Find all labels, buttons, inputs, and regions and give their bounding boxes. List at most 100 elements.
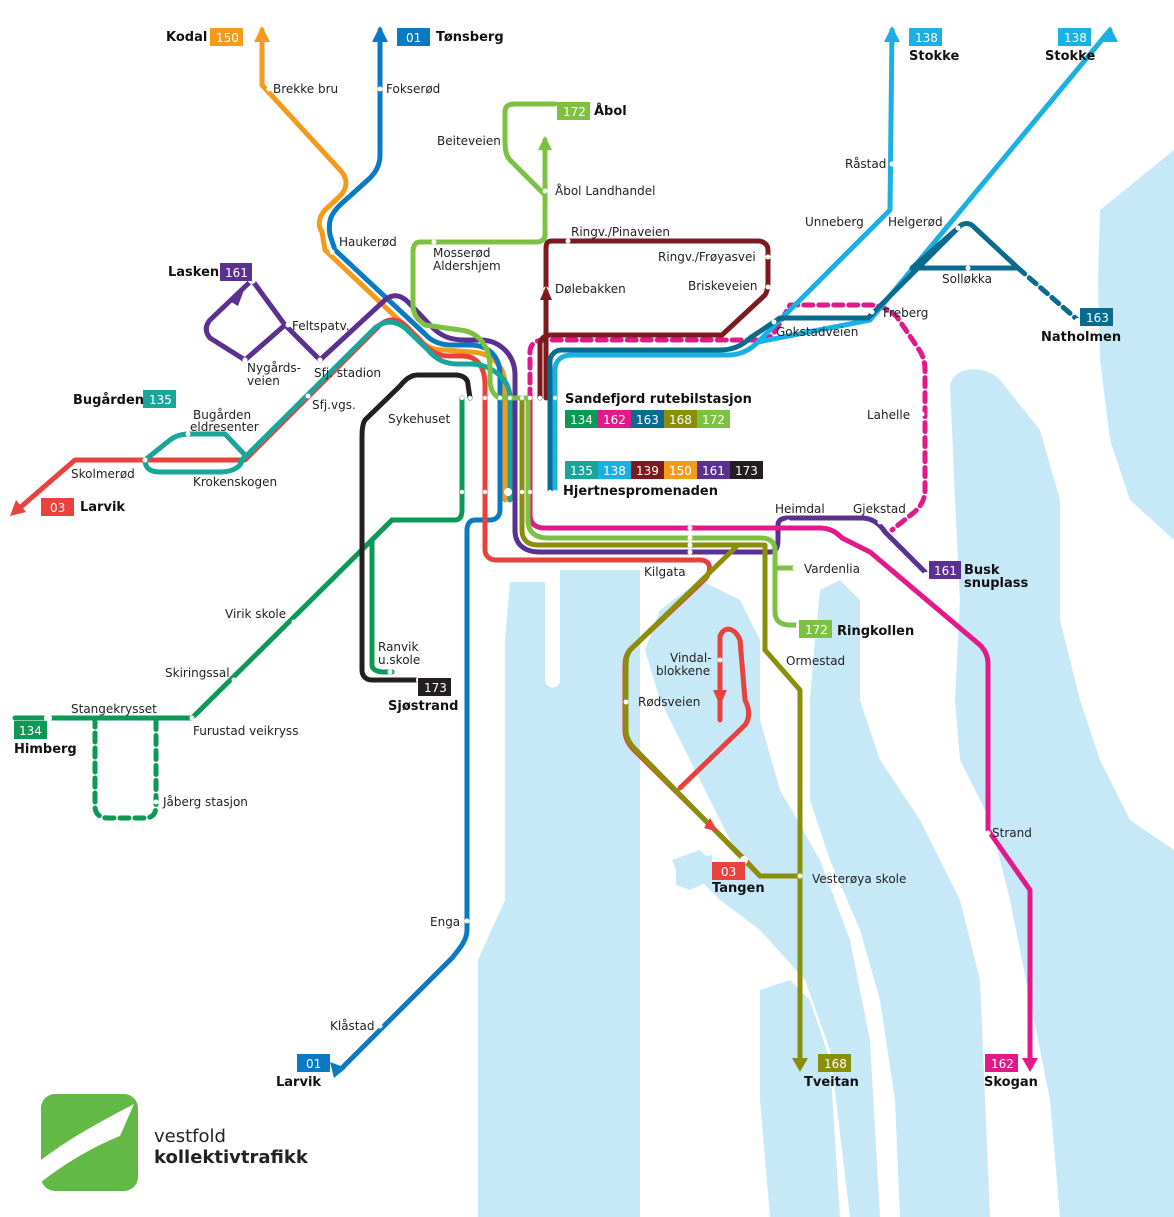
route-168-ormestad[interactable] xyxy=(735,542,803,879)
stop-dot[interactable] xyxy=(44,714,52,722)
stop-dot[interactable] xyxy=(763,657,769,663)
route-138-line-b[interactable] xyxy=(755,27,1113,345)
stop-dot[interactable] xyxy=(687,535,693,541)
stop-dot[interactable] xyxy=(189,715,195,721)
stop-dot xyxy=(527,395,533,401)
stop-dot[interactable] xyxy=(285,322,291,328)
terminal-larvik-03[interactable]: 03 Larvik xyxy=(41,498,125,516)
hub-route-badge[interactable] xyxy=(730,461,763,479)
route-172-abol-loop[interactable] xyxy=(502,101,558,198)
stop-dot[interactable] xyxy=(387,669,393,675)
route-134-line[interactable] xyxy=(12,395,465,721)
terminal-kodal[interactable]: Kodal 150 xyxy=(166,28,243,46)
stop-dot[interactable] xyxy=(193,463,199,469)
stop-dot[interactable] xyxy=(381,407,387,413)
route-150-line[interactable] xyxy=(259,27,508,503)
stop-dot[interactable] xyxy=(623,699,629,705)
stop-dot[interactable] xyxy=(542,188,548,194)
terminal-tangen[interactable]: 03 Tangen xyxy=(712,862,765,896)
stop-dot[interactable] xyxy=(185,431,191,437)
stop-dot[interactable] xyxy=(771,319,777,325)
hub-route-badge[interactable] xyxy=(664,461,697,479)
route-135-main[interactable] xyxy=(237,319,513,503)
terminal-tonsberg[interactable]: 01 Tønsberg xyxy=(397,28,504,46)
stop-dot[interactable] xyxy=(504,488,512,496)
route-138-line[interactable] xyxy=(552,27,895,493)
stop-dot[interactable] xyxy=(865,221,871,227)
hub-route-badge[interactable] xyxy=(598,410,631,428)
terminal-stokke-1[interactable]: 138 Stokke xyxy=(909,28,959,64)
stop-dot[interactable] xyxy=(717,657,723,663)
stop-dot[interactable] xyxy=(291,619,297,625)
terminal-himberg[interactable]: 134 Himberg xyxy=(14,721,77,757)
route-03-vindal-loop[interactable] xyxy=(677,626,752,791)
hub-route-badge[interactable] xyxy=(664,410,697,428)
stop-dot[interactable] xyxy=(889,161,895,167)
hub-route-badge[interactable] xyxy=(631,461,664,479)
route-163-line[interactable] xyxy=(547,221,1021,493)
hub-route-badge[interactable] xyxy=(697,410,730,428)
terminal-natholmen[interactable]: 163 Natholmen xyxy=(1041,308,1121,345)
route-badge xyxy=(210,28,243,46)
route-134-ranvik[interactable] xyxy=(369,517,395,675)
terminal-bugarden[interactable]: Bugården 135 xyxy=(73,390,176,408)
stop-dot[interactable] xyxy=(305,393,311,399)
terminal-stokke-2[interactable]: 138 Stokke xyxy=(1045,28,1095,64)
route-badge-number: 172 xyxy=(805,623,828,637)
stop-dot[interactable] xyxy=(507,138,513,144)
hub-route-badge[interactable] xyxy=(598,461,631,479)
stop-dot[interactable] xyxy=(797,873,803,879)
terminal-sjostrand[interactable]: 173 Sjøstrand xyxy=(388,678,458,714)
stop-dot[interactable] xyxy=(431,239,437,245)
terminal-tveitan[interactable]: 168 Tveitan xyxy=(804,1054,859,1090)
route-134-jaberg-loop[interactable] xyxy=(92,715,159,821)
stop-dot[interactable] xyxy=(765,254,771,260)
stop-dot[interactable] xyxy=(329,249,335,255)
stop-dot[interactable] xyxy=(377,1023,383,1029)
stop-dot[interactable] xyxy=(877,519,883,525)
hub-route-badge[interactable] xyxy=(631,410,664,428)
stop-dot[interactable] xyxy=(985,830,991,836)
stop-dot[interactable] xyxy=(955,225,961,231)
stop-dot[interactable] xyxy=(919,411,925,417)
terminal-lasken[interactable]: Lasken 161 xyxy=(168,263,252,281)
stop-dot[interactable] xyxy=(377,86,383,92)
stop-dot[interactable] xyxy=(792,565,798,571)
stop-dot[interactable] xyxy=(266,86,272,92)
stop-dot[interactable] xyxy=(687,542,693,548)
route-01-line[interactable] xyxy=(326,27,503,1073)
route-168-line[interactable] xyxy=(519,395,803,1068)
stop-dot[interactable] xyxy=(785,519,791,525)
stop-dot[interactable] xyxy=(231,677,237,683)
stop-dot[interactable] xyxy=(765,284,771,290)
stop-dot[interactable] xyxy=(153,799,159,805)
stop-dot[interactable] xyxy=(869,309,875,315)
terminal-ringkollen[interactable]: 172 Ringkollen xyxy=(799,620,914,639)
terminal-skogan[interactable]: 162 Skogan xyxy=(984,1054,1038,1090)
route-173-line[interactable] xyxy=(359,372,473,683)
stop-jaberg-stasjon: Jåberg stasjon xyxy=(162,795,248,809)
terminal-abol[interactable]: 172 Åbol xyxy=(557,102,627,120)
route-162-line[interactable] xyxy=(527,395,1033,1068)
hub-route-badge[interactable] xyxy=(697,461,730,479)
route-139-line[interactable] xyxy=(537,238,771,401)
stop-dot[interactable] xyxy=(242,357,248,363)
stop-dot[interactable] xyxy=(687,525,693,531)
stop-dot[interactable] xyxy=(142,457,148,463)
stop-dot[interactable] xyxy=(687,549,693,555)
route-135-line[interactable] xyxy=(142,431,248,475)
route-172-line[interactable] xyxy=(410,137,803,628)
stop-dot[interactable] xyxy=(317,357,323,363)
stop-dot[interactable] xyxy=(922,572,930,580)
stop-dot[interactable] xyxy=(565,238,571,244)
stop-dot[interactable] xyxy=(965,265,971,271)
terminal-busk[interactable]: 161 Busk snuplass xyxy=(929,561,1029,591)
hub-route-badge[interactable] xyxy=(565,410,598,428)
route-badge xyxy=(1080,308,1113,326)
hub-route-badge[interactable] xyxy=(565,461,598,479)
route-163-natholmen-tail[interactable] xyxy=(1015,265,1083,325)
stop-dot[interactable] xyxy=(464,918,470,924)
terminal-larvik-01[interactable]: 01 Larvik xyxy=(276,1054,330,1090)
